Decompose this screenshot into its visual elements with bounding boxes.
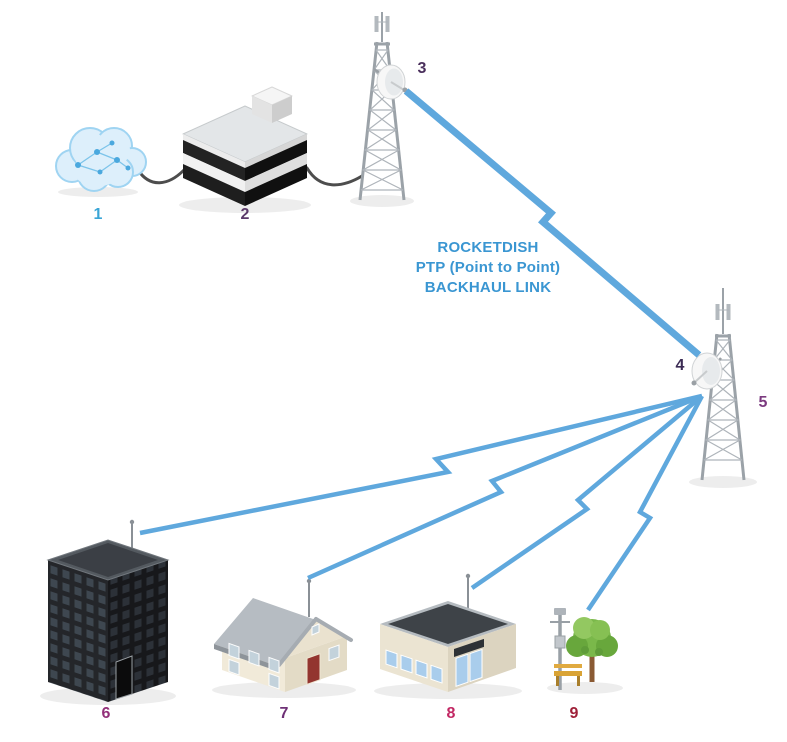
house-door — [306, 653, 321, 685]
node-label-2: 2 — [240, 206, 250, 223]
building-entrance — [454, 638, 484, 687]
access-link-pole-9 — [586, 394, 704, 612]
internet-cloud-illustration — [55, 127, 147, 192]
node-label-8: 8 — [446, 705, 456, 722]
access-link-building-8 — [470, 394, 704, 590]
backhaul-label-line2: PTP (Point to Point) — [415, 259, 561, 276]
commercial-building-illustration — [380, 573, 516, 692]
gateway-router-illustration — [182, 86, 308, 206]
backhaul-label-line3: BACKHAUL LINK — [424, 279, 552, 296]
node-label-1: 1 — [93, 206, 103, 223]
tower-b-antennas — [715, 304, 731, 320]
house-front-right — [306, 644, 340, 685]
building-door — [115, 655, 133, 700]
street-pole-illustration — [550, 608, 570, 690]
house-illustration — [214, 578, 353, 692]
tower-a-illustration — [358, 12, 406, 201]
tree-illustration — [566, 617, 618, 682]
node-label-5: 5 — [758, 394, 768, 411]
node-label-9: 9 — [569, 705, 579, 722]
tower-a-antennas — [374, 16, 390, 32]
router-top-unit — [251, 86, 293, 123]
gable-window — [311, 623, 320, 636]
access-link-house-7 — [307, 393, 703, 581]
access-link-building-6 — [139, 393, 703, 536]
cable-cloud-router — [136, 168, 186, 185]
bench-illustration — [554, 664, 582, 686]
cable-router-tower — [305, 166, 364, 187]
house-windows-left — [228, 642, 280, 690]
building-windows — [385, 649, 443, 684]
node-label-4: 4 — [675, 357, 685, 374]
backhaul-label-line1: ROCKETDISH — [437, 239, 539, 256]
ptp-backhaul-link — [403, 88, 702, 358]
node-label-7: 7 — [279, 705, 289, 722]
node-label-6: 6 — [101, 705, 111, 722]
cloud-network-dots — [75, 140, 131, 175]
backhaul-link-label: ROCKETDISH PTP (Point to Point) BACKHAUL… — [360, 238, 616, 298]
network-cables — [136, 166, 364, 187]
rocketdish-b-illustration — [691, 352, 723, 390]
rocketdish-a-illustration — [373, 64, 408, 100]
office-building-illustration — [46, 519, 170, 702]
node-label-3: 3 — [417, 60, 427, 77]
